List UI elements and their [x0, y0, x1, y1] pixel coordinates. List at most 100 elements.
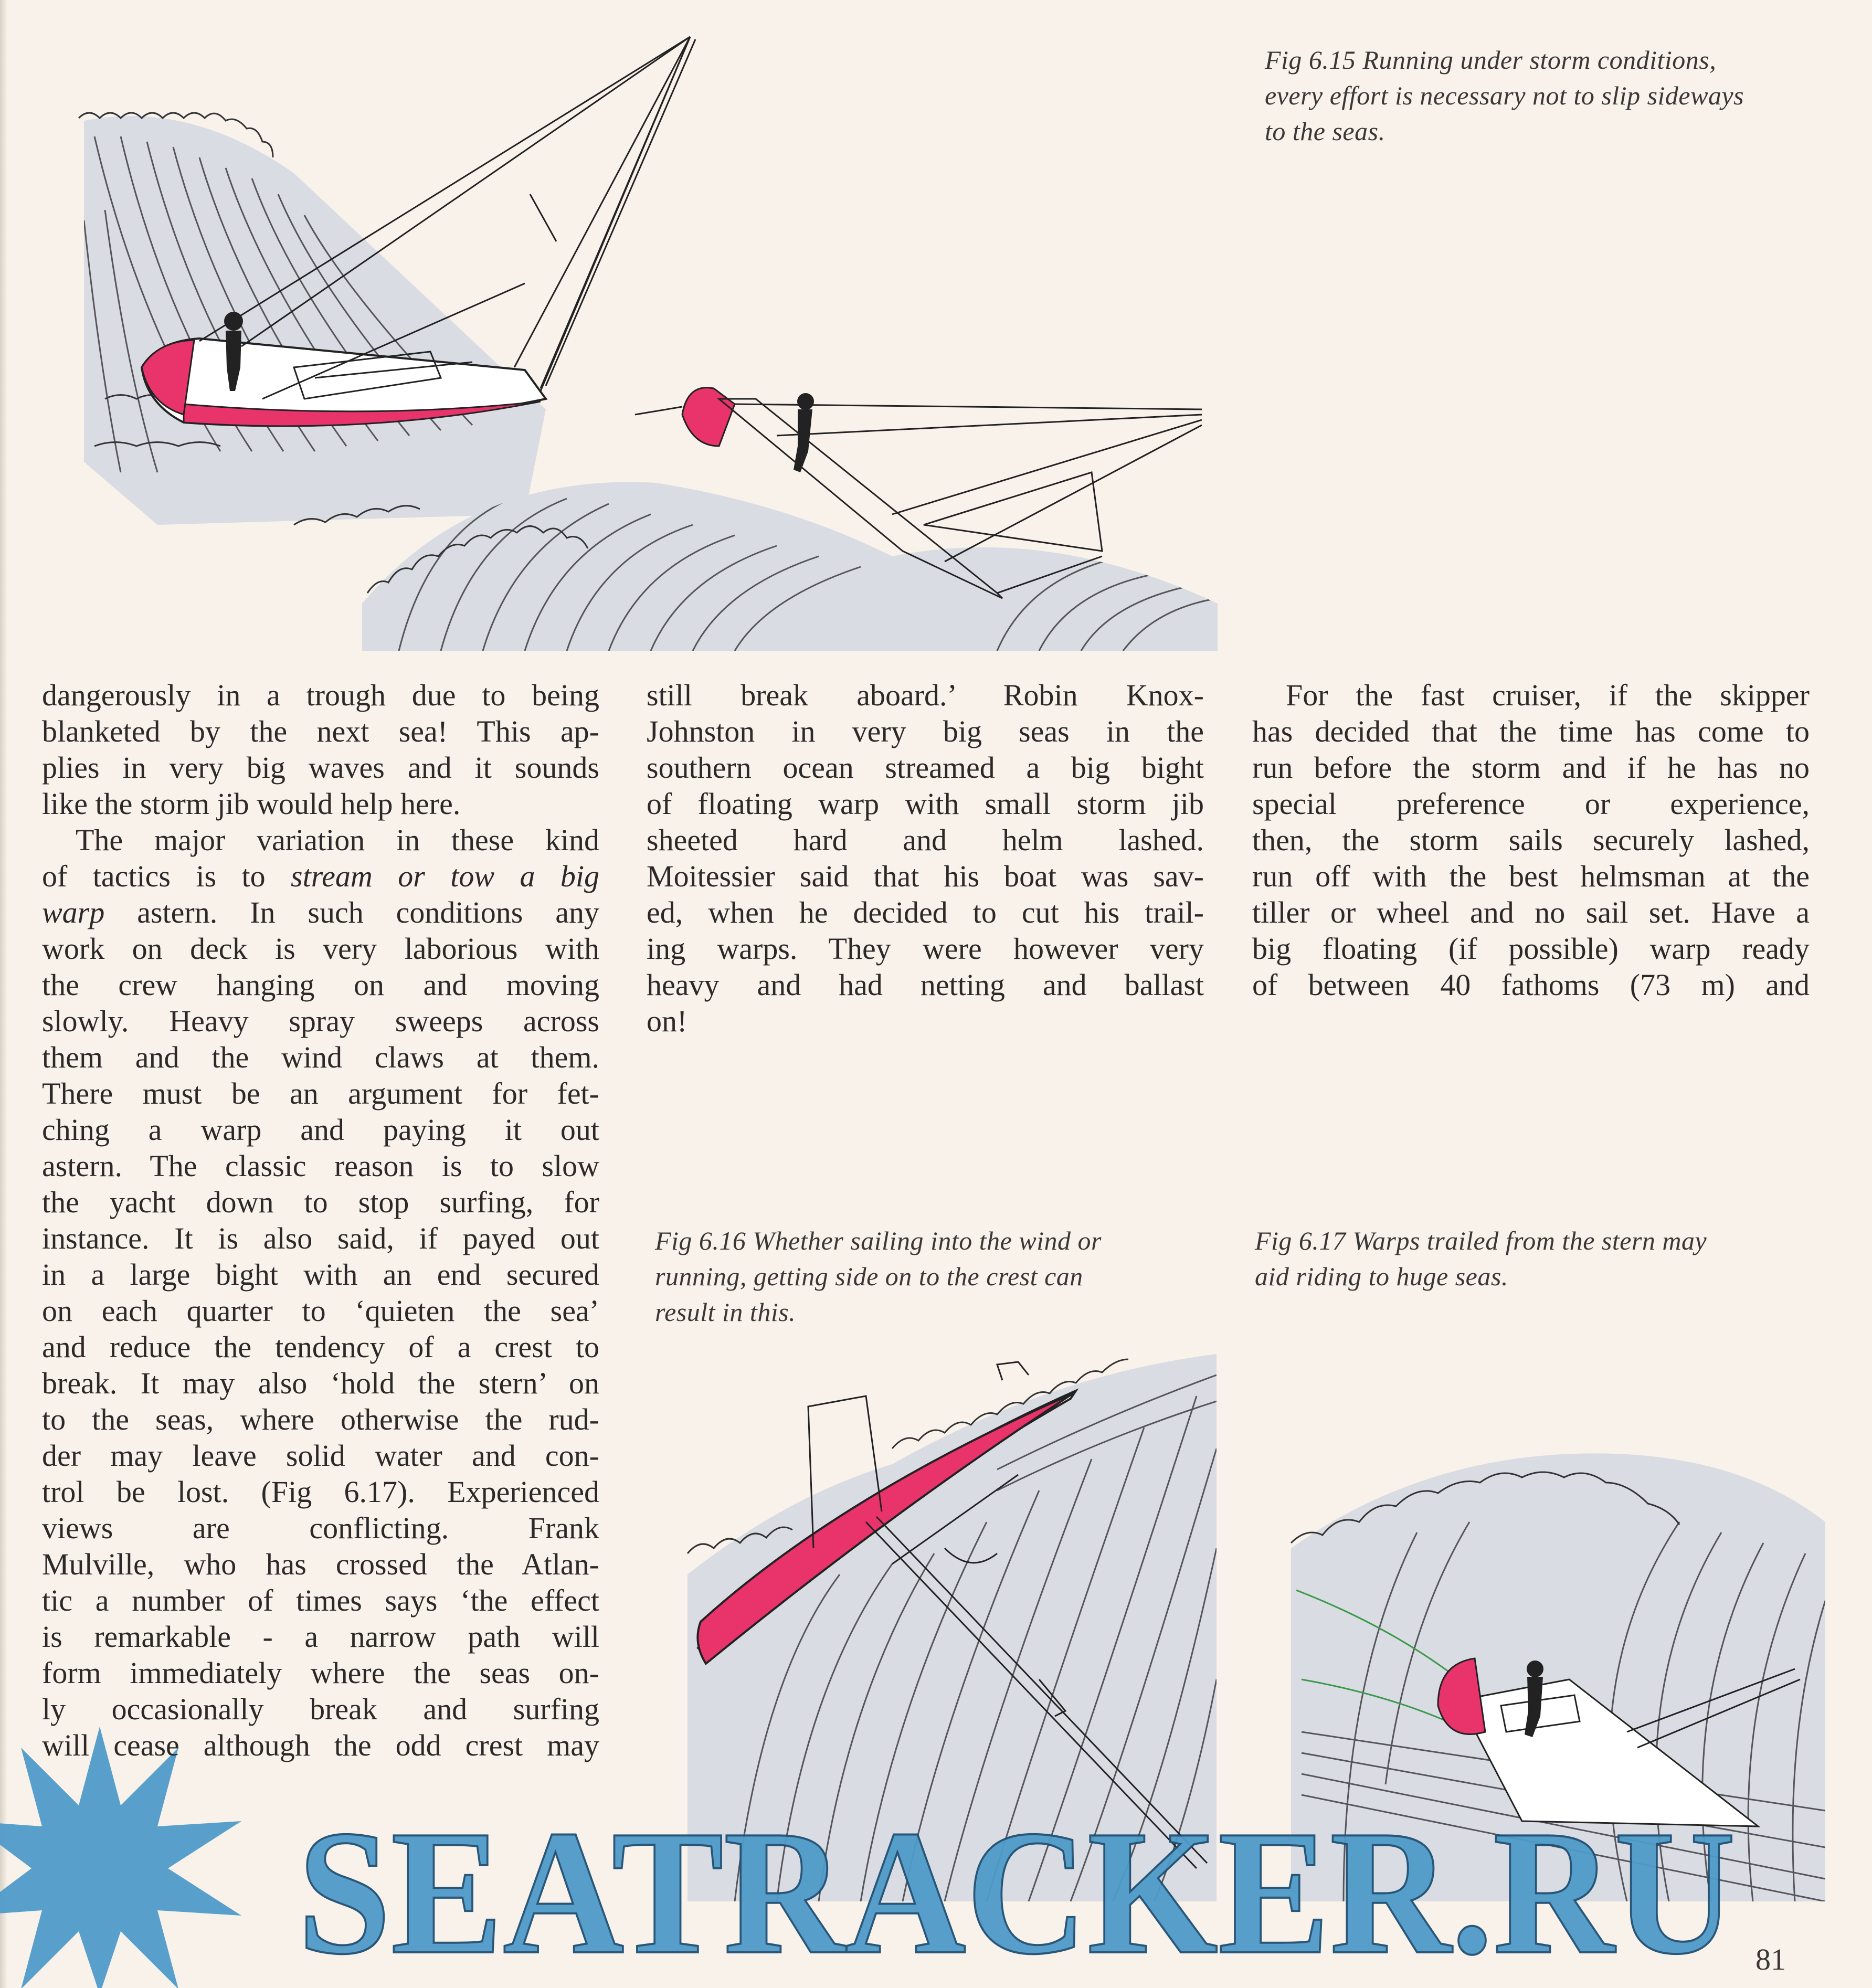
text-run: trol be lost. (Fig 6.17). Experienced [42, 1475, 599, 1509]
text-line: on each quarter to ‘quieten the sea’ [42, 1293, 599, 1329]
watermark: SEATRACKER.RU [0, 1727, 1737, 1988]
text-line: ing warps. They were however very [647, 930, 1204, 967]
caption-line: Fig 6.16 Whether sailing into the wind o… [655, 1226, 1102, 1255]
text-run: of tactics is to [42, 859, 291, 893]
text-line: in a large bight with an end secured [42, 1256, 599, 1293]
text-run: is remarkable - a narrow path will [42, 1620, 599, 1654]
text-line: plies in very big waves and it sounds [42, 749, 599, 786]
caption-line: Fig 6.17 Warps trailed from the stern ma… [1255, 1226, 1707, 1255]
emphasis-text: warp [42, 895, 105, 929]
caption-line: result in this. [655, 1297, 796, 1327]
caption-line: to the seas. [1265, 117, 1386, 146]
text-line: slowly. Heavy spray sweeps across [42, 1003, 599, 1039]
text-run: Moitessier said that his boat was sav- [647, 859, 1204, 893]
text-run: form immediately where the seas on- [42, 1656, 599, 1690]
text-run: plies in very big waves and it sounds [42, 750, 599, 785]
text-run: of between 40 fathoms (73 m) and [1252, 968, 1810, 1002]
watermark-star-icon [0, 1727, 241, 1988]
text-line: is remarkable - a narrow path will [42, 1619, 599, 1655]
text-line: The major variation in these kind [42, 822, 599, 858]
text-line: warp astern. In such conditions any [42, 894, 599, 930]
crew-figure [224, 312, 243, 391]
text-run: slowly. Heavy spray sweeps across [42, 1004, 599, 1038]
text-run: run before the storm and if he has no [1252, 750, 1810, 785]
text-run: in a large bight with an end secured [42, 1257, 599, 1292]
text-line: astern. The classic reason is to slow [42, 1148, 599, 1184]
text-line: of tactics is to stream or tow a big [42, 858, 599, 894]
text-run: southern ocean streamed a big bight [647, 750, 1204, 785]
text-run: tic a number of times says ‘the effect [42, 1583, 599, 1617]
text-run: big floating (if possible) warp ready [1252, 932, 1810, 966]
text-run: instance. It is also said, if payed out [42, 1221, 599, 1255]
text-run: dangerously in a trough due to being [42, 678, 599, 712]
text-line: the crew hanging on and moving [42, 967, 599, 1003]
text-line: tiller or wheel and no sail set. Have a [1252, 894, 1810, 930]
caption-line: running, getting side on to the crest ca… [655, 1262, 1083, 1291]
text-line: der may leave solid water and con- [42, 1437, 599, 1474]
text-run: ing warps. They were however very [647, 932, 1204, 966]
caption-line: Fig 6.15 Running under storm conditions, [1265, 45, 1717, 75]
caption-fig-6-15: Fig 6.15 Running under storm conditions,… [1265, 42, 1744, 149]
text-line: form immediately where the seas on- [42, 1655, 599, 1691]
text-run: heavy and had netting and ballast [647, 968, 1204, 1002]
text-line: still break aboard.’ Robin Knox- [647, 677, 1204, 713]
watermark-text: SEATRACKER.RU [298, 1793, 1736, 1988]
text-line: the yacht down to stop surfing, for [42, 1184, 599, 1220]
emphasis-text: stream or tow a big [291, 859, 599, 893]
text-line: special preference or experience, [1252, 786, 1810, 822]
text-run: the crew hanging on and moving [42, 968, 599, 1002]
text-line: Moitessier said that his boat was sav- [647, 858, 1204, 894]
text-line: heavy and had netting and ballast [647, 967, 1204, 1003]
text-line: ed, when he decided to cut his trail- [647, 894, 1204, 930]
text-run: astern. In such conditions any [104, 895, 599, 929]
text-line: sheeted hard and helm lashed. [647, 822, 1204, 858]
caption-fig-6-17: Fig 6.17 Warps trailed from the stern ma… [1255, 1223, 1707, 1294]
text-column-2: still break aboard.’ Robin Knox-Johnston… [647, 677, 1204, 1039]
text-run: them and the wind claws at them. [42, 1040, 599, 1074]
text-line: run off with the best helmsman at the [1252, 858, 1810, 894]
text-run: ching a warp and paying it out [42, 1113, 599, 1147]
text-line: Mulville, who has crossed the Atlan- [42, 1546, 599, 1582]
text-line: to the seas, where otherwise the rud- [42, 1401, 599, 1437]
text-run: The major variation in these kind [76, 823, 599, 857]
text-run: blanketed by the next sea! This ap- [42, 714, 599, 748]
text-run: There must be an argument for fet- [42, 1076, 599, 1111]
text-run: will cease although the odd crest may [42, 1728, 599, 1762]
text-run: For the fast cruiser, if the skipper [1286, 678, 1810, 712]
text-line: will cease although the odd crest may [42, 1727, 599, 1763]
text-run: special preference or experience, [1252, 787, 1810, 821]
figure-6-17-illustration [1290, 1453, 1825, 1901]
text-line: of between 40 fathoms (73 m) and [1252, 967, 1810, 1003]
text-line: ching a warp and paying it out [42, 1112, 599, 1148]
text-line: like the storm jib would help here. [42, 786, 599, 822]
text-line: southern ocean streamed a big bight [647, 749, 1204, 786]
text-run: the yacht down to stop surfing, for [42, 1185, 599, 1219]
text-line: ly occasionally break and surfing [42, 1691, 599, 1727]
text-run: Johnston in very big seas in the [647, 714, 1204, 748]
crew-figure [794, 393, 814, 472]
text-run: tiller or wheel and no sail set. Have a [1252, 895, 1810, 929]
text-run: astern. The classic reason is to slow [42, 1149, 599, 1183]
text-run: break. It may also ‘hold the stern’ on [42, 1366, 599, 1400]
text-line: and reduce the tendency of a crest to [42, 1329, 599, 1365]
text-run: run off with the best helmsman at the [1252, 859, 1810, 893]
text-line: There must be an argument for fet- [42, 1075, 599, 1112]
text-run: to the seas, where otherwise the rud- [42, 1402, 599, 1436]
text-line: instance. It is also said, if payed out [42, 1220, 599, 1256]
text-line: has decided that the time has come to [1252, 713, 1810, 749]
figure-6-15-illustration [78, 36, 1218, 651]
text-run: on! [647, 1004, 688, 1038]
text-line: big floating (if possible) warp ready [1252, 930, 1810, 967]
text-run: views are conflicting. Frank [42, 1511, 599, 1545]
text-line: break. It may also ‘hold the stern’ on [42, 1365, 599, 1401]
text-line: work on deck is very laborious with [42, 930, 599, 967]
text-run: like the storm jib would help here. [42, 787, 461, 821]
text-line: then, the storm sails securely lashed, [1252, 822, 1810, 858]
caption-fig-6-16: Fig 6.16 Whether sailing into the wind o… [655, 1223, 1102, 1330]
crew-figure [1525, 1661, 1543, 1737]
text-run: ed, when he decided to cut his trail- [647, 895, 1204, 929]
text-line: on! [647, 1003, 1204, 1039]
